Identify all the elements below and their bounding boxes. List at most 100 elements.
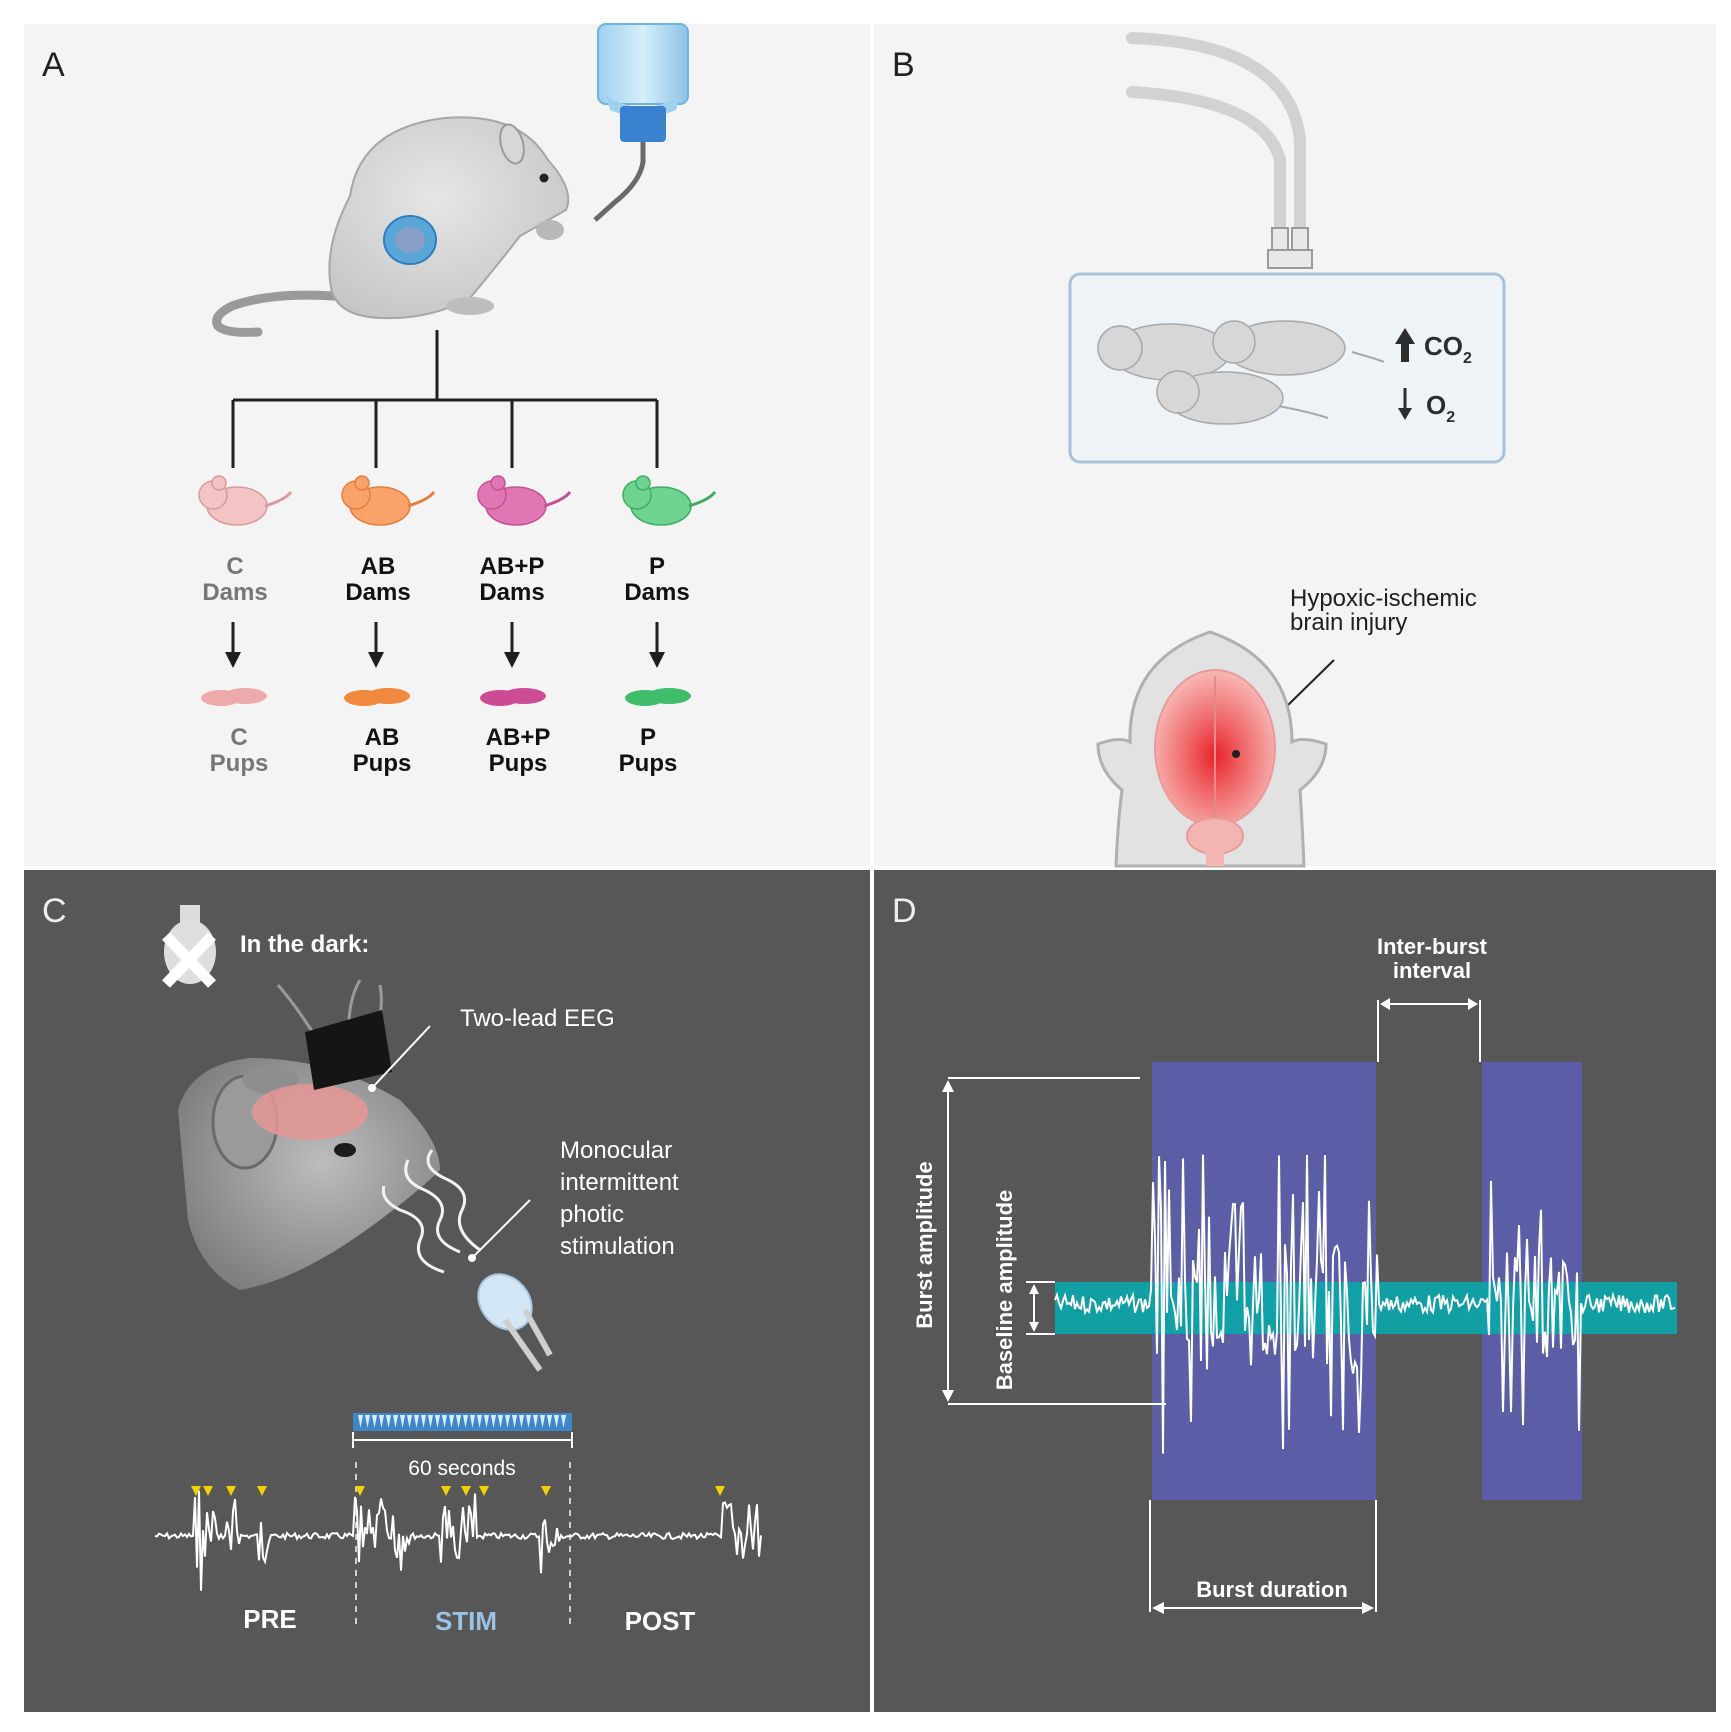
baseline-amp-arrow-top <box>1029 1284 1039 1294</box>
duration-arrow-right <box>1362 1602 1374 1614</box>
dams-ab-line1: AB <box>361 553 396 580</box>
group-p: P Dams P Pups <box>619 475 717 777</box>
panel-c-label: C <box>42 892 67 930</box>
injured-brain-icon <box>1154 669 1276 866</box>
panel-c-background <box>24 870 870 1712</box>
pulse-tick <box>463 1415 468 1428</box>
pulse-tick <box>358 1415 363 1428</box>
burst-marker <box>441 1486 451 1496</box>
pulse-tick <box>421 1415 426 1428</box>
panel-d-label: D <box>892 892 917 930</box>
pulse-tick <box>547 1415 552 1428</box>
baseline-amplitude-label: Baseline amplitude <box>992 1190 1017 1391</box>
light-rays-icon <box>381 1149 481 1274</box>
pulse-tick <box>393 1415 398 1428</box>
dams-p-line1: P <box>649 553 665 580</box>
burst-duration-label: Burst duration <box>1196 1577 1348 1602</box>
pulse-tick <box>372 1415 377 1428</box>
pups-c-line1: C <box>230 724 247 751</box>
ibi-arrow-left <box>1380 998 1390 1010</box>
dams-abp-line1: AB+P <box>480 553 545 580</box>
burst-duration-bracket <box>1149 1500 1377 1612</box>
duration-label: 60 seconds <box>408 1457 515 1480</box>
pups-ab-line1: AB <box>365 724 400 751</box>
dam-p-icon <box>622 475 717 526</box>
pulse-tick <box>554 1415 559 1428</box>
rat-brain-icon <box>252 1084 368 1140</box>
pups-abp-line1: AB+P <box>486 724 551 751</box>
co2-up-icon <box>1395 328 1415 362</box>
stim-pointer-dot <box>468 1254 476 1262</box>
dams-abp-line2: Dams <box>479 579 544 606</box>
pups-ab-line2: Pups <box>353 750 412 777</box>
pulse-tick <box>435 1415 440 1428</box>
duration-bracket <box>352 1432 573 1448</box>
stim-label-line3: photic <box>560 1201 624 1228</box>
pulse-tick <box>498 1415 503 1428</box>
pulse-tick <box>561 1415 566 1428</box>
o2-down-icon <box>1398 388 1412 420</box>
baseline-amplitude-bracket <box>1026 1281 1055 1335</box>
pregnant-dam-icon <box>212 116 570 337</box>
eeg-label: Two-lead EEG <box>460 1005 615 1032</box>
stim-label-line4: stimulation <box>560 1233 675 1260</box>
pulse-tick <box>400 1415 405 1428</box>
burst-amp-arrow-top <box>942 1080 954 1092</box>
pups-p-line1: P <box>640 724 656 751</box>
pulse-tick <box>414 1415 419 1428</box>
pulse-tick <box>540 1415 545 1428</box>
panel-b-label: B <box>892 46 915 84</box>
pulse-tick <box>519 1415 524 1428</box>
ibi-label-line2: interval <box>1393 958 1471 983</box>
stim-phase-label: STIM <box>435 1606 497 1636</box>
led-icon <box>477 1273 553 1372</box>
stim-label-line1: Monocular <box>560 1137 672 1164</box>
pups-c-line2: Pups <box>210 750 269 777</box>
eeg-trace-d <box>1054 1154 1676 1454</box>
dam-abp-icon <box>477 475 572 526</box>
post-label: POST <box>625 1606 696 1636</box>
pulse-tick <box>456 1415 461 1428</box>
pulse-tick <box>386 1415 391 1428</box>
eeg-pointer-line <box>371 1025 431 1089</box>
dam-c-icon <box>198 475 293 526</box>
dam-ab-icon <box>341 475 436 526</box>
pulse-tick <box>505 1415 510 1428</box>
injury-label-line2: brain injury <box>1290 609 1407 636</box>
group-tree-lines <box>231 330 659 468</box>
burst-marker <box>715 1486 725 1496</box>
eeg-electrode-icon <box>305 1010 392 1090</box>
panel-b: B CO2 O2 <box>892 32 1506 868</box>
group-abp: AB+P Dams AB+P Pups <box>477 475 572 777</box>
pulse-tick <box>407 1415 412 1428</box>
pups-ab-icon <box>344 688 410 706</box>
duration-arrow-left <box>1152 1602 1164 1614</box>
eeg-pointer-dot <box>368 1084 376 1092</box>
o2-label: O2 <box>1426 390 1455 426</box>
dams-c-line2: Dams <box>202 579 267 606</box>
pups-c-icon <box>201 688 267 706</box>
pulse-tick <box>484 1415 489 1428</box>
pulse-tick <box>526 1415 531 1428</box>
tube-connectors-icon <box>1267 227 1313 269</box>
pups-abp-line2: Pups <box>489 750 548 777</box>
panel-c: C In the dark: <box>42 892 762 1636</box>
pulse-tick <box>379 1415 384 1428</box>
ibi-bracket <box>1377 1000 1481 1062</box>
dark-label: In the dark: <box>240 931 369 958</box>
burst-marker <box>191 1486 201 1496</box>
dams-p-line2: Dams <box>624 579 689 606</box>
dams-c-line1: C <box>226 553 243 580</box>
burst-marker <box>355 1486 365 1496</box>
pulse-tick <box>365 1415 370 1428</box>
pulse-tick <box>477 1415 482 1428</box>
pulse-tick <box>533 1415 538 1428</box>
eeg-trace-c <box>154 1490 762 1591</box>
pups-abp-icon <box>480 688 546 706</box>
panel-a-label: A <box>42 46 65 84</box>
burst-amp-arrow-bottom <box>942 1390 954 1402</box>
pulse-tick <box>512 1415 517 1428</box>
burst-marker <box>226 1486 236 1496</box>
burst-box-1 <box>1152 1062 1376 1500</box>
